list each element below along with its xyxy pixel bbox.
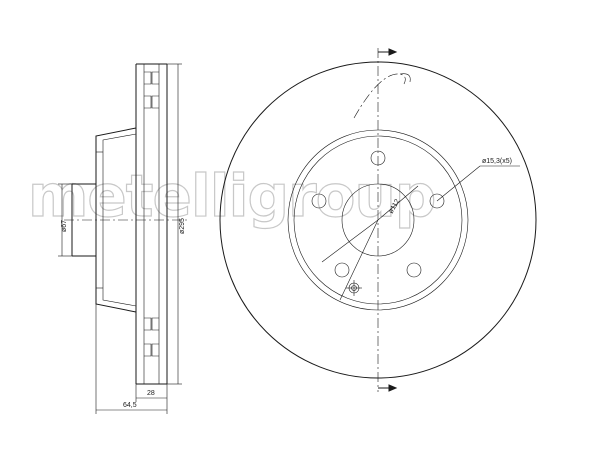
bolt-holes-label: ø15,3(x5)	[482, 158, 512, 165]
hub-diameter-label: ø67	[61, 220, 68, 232]
total-height-label: 64,5	[123, 402, 137, 409]
side-view-dimensions: ø67 ø295 28 64,5	[58, 63, 186, 414]
disc-thickness-label: 28	[147, 390, 155, 397]
side-view	[64, 63, 190, 385]
disc-diameter-label: ø295	[179, 218, 186, 234]
